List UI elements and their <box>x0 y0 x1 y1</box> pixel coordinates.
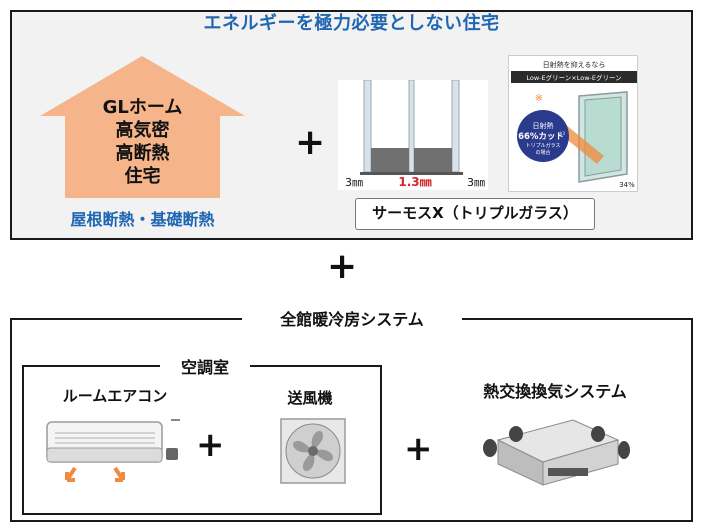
sun-asterisk: ※ <box>535 93 543 104</box>
heat-exchange-ventilator-icon <box>478 410 630 492</box>
plus-sign: + <box>327 249 357 285</box>
blower-fan-icon <box>280 418 346 484</box>
badge-line1: 日射熱 <box>533 121 554 130</box>
panel-title: エネルギーを極力必要としない住宅 <box>10 9 693 35</box>
insulation-caption: 屋根断熱・基礎断熱 <box>40 206 245 230</box>
panel-title: 全館暖冷房システム <box>242 306 462 330</box>
glass-thickness-left: 3㎜ <box>345 174 363 190</box>
house-description: GLホーム 高気密 高断熱 住宅 <box>40 96 245 188</box>
promo-header: 日射熱を抑えるなら <box>543 60 606 69</box>
aircon-room-title: 空調室 <box>160 354 250 378</box>
glass-promo-illustration: 日射熱を抑えるなら Low-Eグリーン×Low-Eグリーン ※ 日射熱 66%カ… <box>509 56 639 193</box>
plus-sign: + <box>295 125 325 161</box>
glass-promo-image: 日射熱を抑えるなら Low-Eグリーン×Low-Eグリーン ※ 日射熱 66%カ… <box>508 55 638 192</box>
house-line: 高気密 <box>40 119 245 142</box>
air-conditioner-icon <box>45 418 190 493</box>
heat-exchange-ventilation-label: 熱交換換気システム <box>430 378 680 402</box>
badge-line4: の場合 <box>535 149 550 156</box>
badge-line3: トリプルガラス <box>526 142 561 149</box>
glass-thickness-labels: 3㎜ 1.3㎜ 3㎜ <box>345 173 485 190</box>
house-line: GLホーム <box>40 96 245 119</box>
plus-sign: + <box>196 428 225 462</box>
house-line: 住宅 <box>40 165 245 188</box>
product-name: サーモスX（トリプルガラス） <box>355 198 595 230</box>
promo-band: Low-Eグリーン×Low-Eグリーン <box>526 73 621 82</box>
fan-label: 送風機 <box>270 387 350 408</box>
corner-value: 34% <box>619 181 635 189</box>
badge-percent: 66%カット <box>518 132 564 142</box>
glass-thickness-right: 3㎜ <box>467 174 485 190</box>
glass-thickness-middle: 1.3㎜ <box>398 173 431 190</box>
plus-sign: + <box>404 432 433 466</box>
aircon-label: ルームエアコン <box>40 385 190 406</box>
house-line: 高断熱 <box>40 142 245 165</box>
badge-footnote: ※3 <box>559 131 565 136</box>
